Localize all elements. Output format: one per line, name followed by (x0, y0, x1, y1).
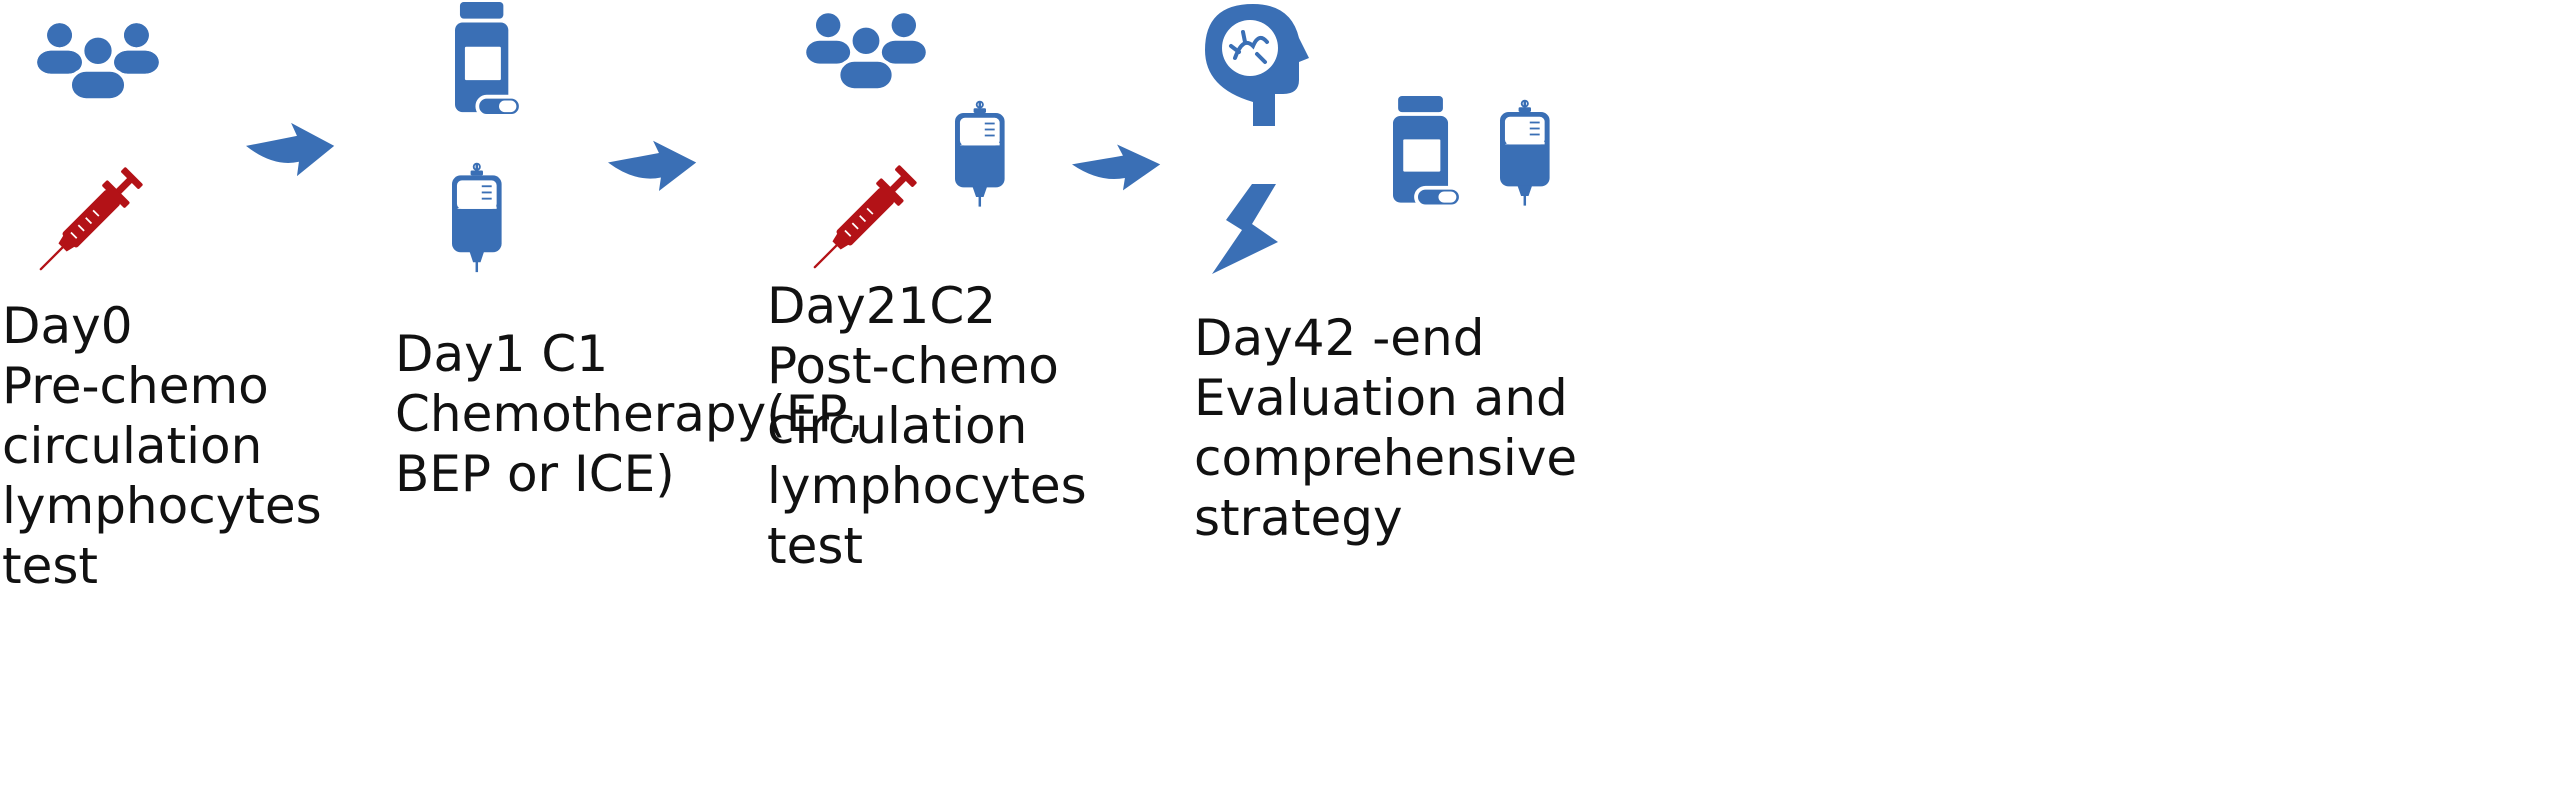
stage-day21-text: Day21C2 Post-chemo circulation lymphocyt… (767, 276, 1087, 576)
stage-desc-line: lymphocytes (2, 477, 322, 535)
stage-desc-line: Evaluation and (1194, 369, 1568, 427)
stage-desc-line: circulation (2, 417, 263, 475)
stage-day1-text: Day1 C1 Chemotherapy(EP, BEP or ICE) (395, 324, 863, 504)
stage-desc-line: circulation (767, 397, 1028, 455)
stage-desc-line: BEP or ICE) (395, 445, 675, 503)
stage-desc-line: comprehensive (1194, 429, 1578, 487)
stage-day0-text: Day0 Pre-chemo circulation lymphocytes t… (2, 296, 322, 596)
iv-bag-icon (450, 162, 503, 274)
stage-desc-line: Pre-chemo (2, 357, 269, 415)
stage-desc-line: lymphocytes (767, 457, 1087, 515)
brain-head-icon (1205, 4, 1309, 126)
lightning-bolt-icon (1212, 184, 1278, 274)
stage-day-label: Day21C2 (767, 277, 997, 335)
iv-bag-icon (953, 100, 1006, 208)
arrow-icon (246, 122, 335, 177)
stage-day42-text: Day42 -end Evaluation and comprehensive … (1194, 308, 1577, 548)
arrow-icon (608, 140, 697, 192)
people-group-icon-main (35, 21, 161, 102)
stage-day-label: Day1 C1 (395, 325, 609, 383)
syringe-icon (802, 162, 920, 280)
pill-bottle-icon (1391, 94, 1463, 209)
stage-desc-line: Post-chemo (767, 337, 1059, 395)
iv-bag-icon (1498, 99, 1551, 207)
stage-desc-line: test (2, 537, 99, 595)
stage-day-label: Day42 -end (1194, 309, 1485, 367)
syringe-icon (28, 164, 146, 282)
stage-desc-line: strategy (1194, 489, 1403, 547)
stage-desc-line: test (767, 517, 864, 575)
people-group-icon (804, 11, 928, 92)
stage-desc-line: Chemotherapy(EP, (395, 385, 864, 443)
stage-day-label: Day0 (2, 297, 133, 355)
pill-bottle-icon (453, 0, 523, 118)
arrow-icon (1072, 144, 1161, 191)
